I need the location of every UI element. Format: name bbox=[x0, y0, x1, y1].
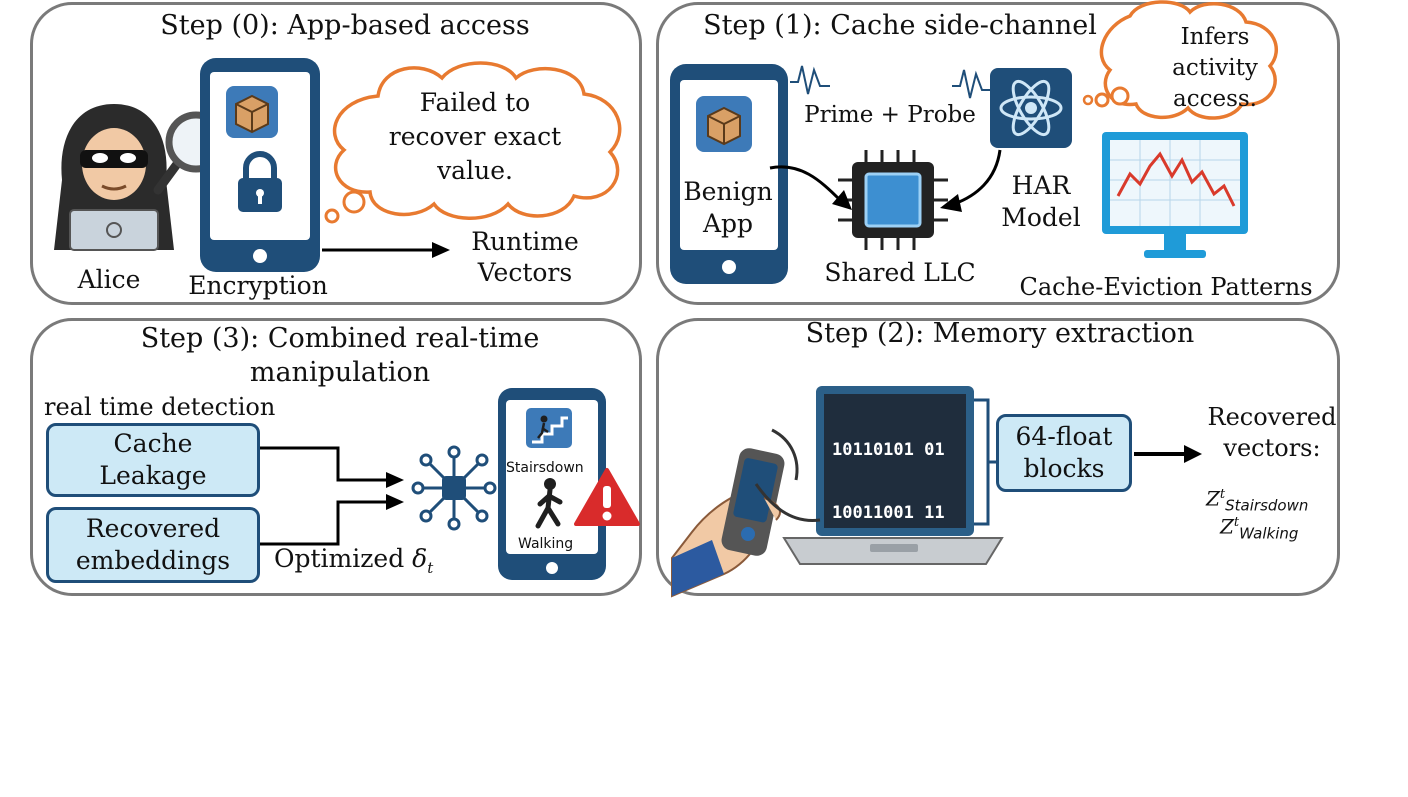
panel-step-3-title: Step (3): Combined real-time manipulatio… bbox=[140, 323, 540, 388]
har-model-label: HAR Model bbox=[1001, 171, 1081, 232]
real-time-detection-label: real time detection bbox=[44, 393, 276, 421]
vector-subscript: Stairsdown bbox=[1225, 496, 1309, 515]
activity-label-stairsdown: Stairsdown bbox=[506, 460, 584, 476]
recovered-vectors-label: Recovered vectors: bbox=[1207, 403, 1337, 462]
signal-wave-icon bbox=[952, 69, 992, 99]
phone-encryption-icon bbox=[200, 58, 320, 272]
cloud-text-0: Failed to recover exact value. bbox=[388, 88, 562, 185]
activity-phone-icon bbox=[498, 388, 606, 580]
vector-symbol: Z bbox=[1220, 514, 1234, 539]
shared-llc-label: Shared LLC bbox=[824, 258, 976, 287]
delta-subscript: t bbox=[427, 559, 434, 577]
prime-probe-label: Prime + Probe bbox=[804, 102, 976, 128]
vector-stairsdown: ZtStairsdown bbox=[1206, 480, 1308, 521]
chip-llc-icon bbox=[838, 150, 948, 250]
activity-label-walking: Walking bbox=[518, 536, 574, 552]
float-blocks-box: 64-float blocks bbox=[996, 414, 1132, 492]
vector-symbol: Z bbox=[1206, 486, 1220, 511]
neural-hub-icon bbox=[411, 445, 497, 531]
encryption-label: Encryption bbox=[188, 271, 328, 300]
runtime-vectors-label: Runtime Vectors bbox=[471, 227, 579, 287]
hacker-icon bbox=[54, 104, 174, 251]
signal-wave-icon bbox=[790, 65, 830, 95]
cache-eviction-patterns-label: Cache-Eviction Patterns bbox=[1019, 273, 1313, 301]
connector-lines bbox=[260, 446, 404, 546]
arrow-to-recovered bbox=[1134, 445, 1202, 463]
vector-superscript: t bbox=[1233, 515, 1240, 530]
bits-row: 10111110 11 bbox=[832, 629, 945, 649]
arrow-model-to-llc bbox=[940, 149, 1002, 212]
benign-app-phone-icon bbox=[670, 64, 788, 284]
cloud-text-1: Infers activity access. bbox=[1172, 24, 1258, 112]
panel-step-1-title: Step (1): Cache side-channel bbox=[703, 10, 1097, 41]
har-model-atom-icon bbox=[990, 68, 1072, 148]
warning-icon bbox=[574, 468, 640, 526]
laptop-icon bbox=[754, 386, 1004, 565]
arrow-app-to-llc bbox=[769, 165, 852, 210]
bits-row: 10110101 01 bbox=[832, 440, 945, 460]
vector-walking: ZtWalking bbox=[1220, 508, 1298, 549]
optimized-text: Optimized bbox=[274, 544, 405, 573]
bits-row: 10011001 11 bbox=[832, 503, 945, 523]
vector-subscript: Walking bbox=[1239, 524, 1299, 543]
monitor-chart-icon bbox=[1102, 132, 1248, 258]
binary-data-screen: 10110101 01 10011001 11 10110001 01 1011… bbox=[832, 398, 945, 797]
thought-cloud bbox=[324, 61, 622, 224]
attacker-label: Alice bbox=[77, 265, 141, 294]
bits-row: 10110001 01 bbox=[832, 566, 945, 586]
panel-step-2-title: Step (2): Memory extraction bbox=[805, 318, 1195, 349]
benign-app-label: Benign App bbox=[683, 177, 773, 238]
bits-row: 11001101 11 bbox=[832, 755, 945, 775]
bits-row: 10110110 01 bbox=[832, 692, 945, 712]
hand-usb-device-icon bbox=[671, 428, 799, 598]
panel-step-0-title: Step (0): App-based access bbox=[160, 10, 530, 41]
delta-symbol: δ bbox=[412, 544, 428, 573]
recovered-embeddings-box: Recovered embeddings bbox=[46, 507, 260, 583]
optimized-delta-label: Optimized δt bbox=[274, 544, 433, 583]
vector-superscript: t bbox=[1219, 487, 1226, 502]
cache-leakage-box: Cache Leakage bbox=[46, 423, 260, 497]
arrow-runtime bbox=[322, 242, 450, 258]
thought-cloud bbox=[1082, 0, 1278, 120]
